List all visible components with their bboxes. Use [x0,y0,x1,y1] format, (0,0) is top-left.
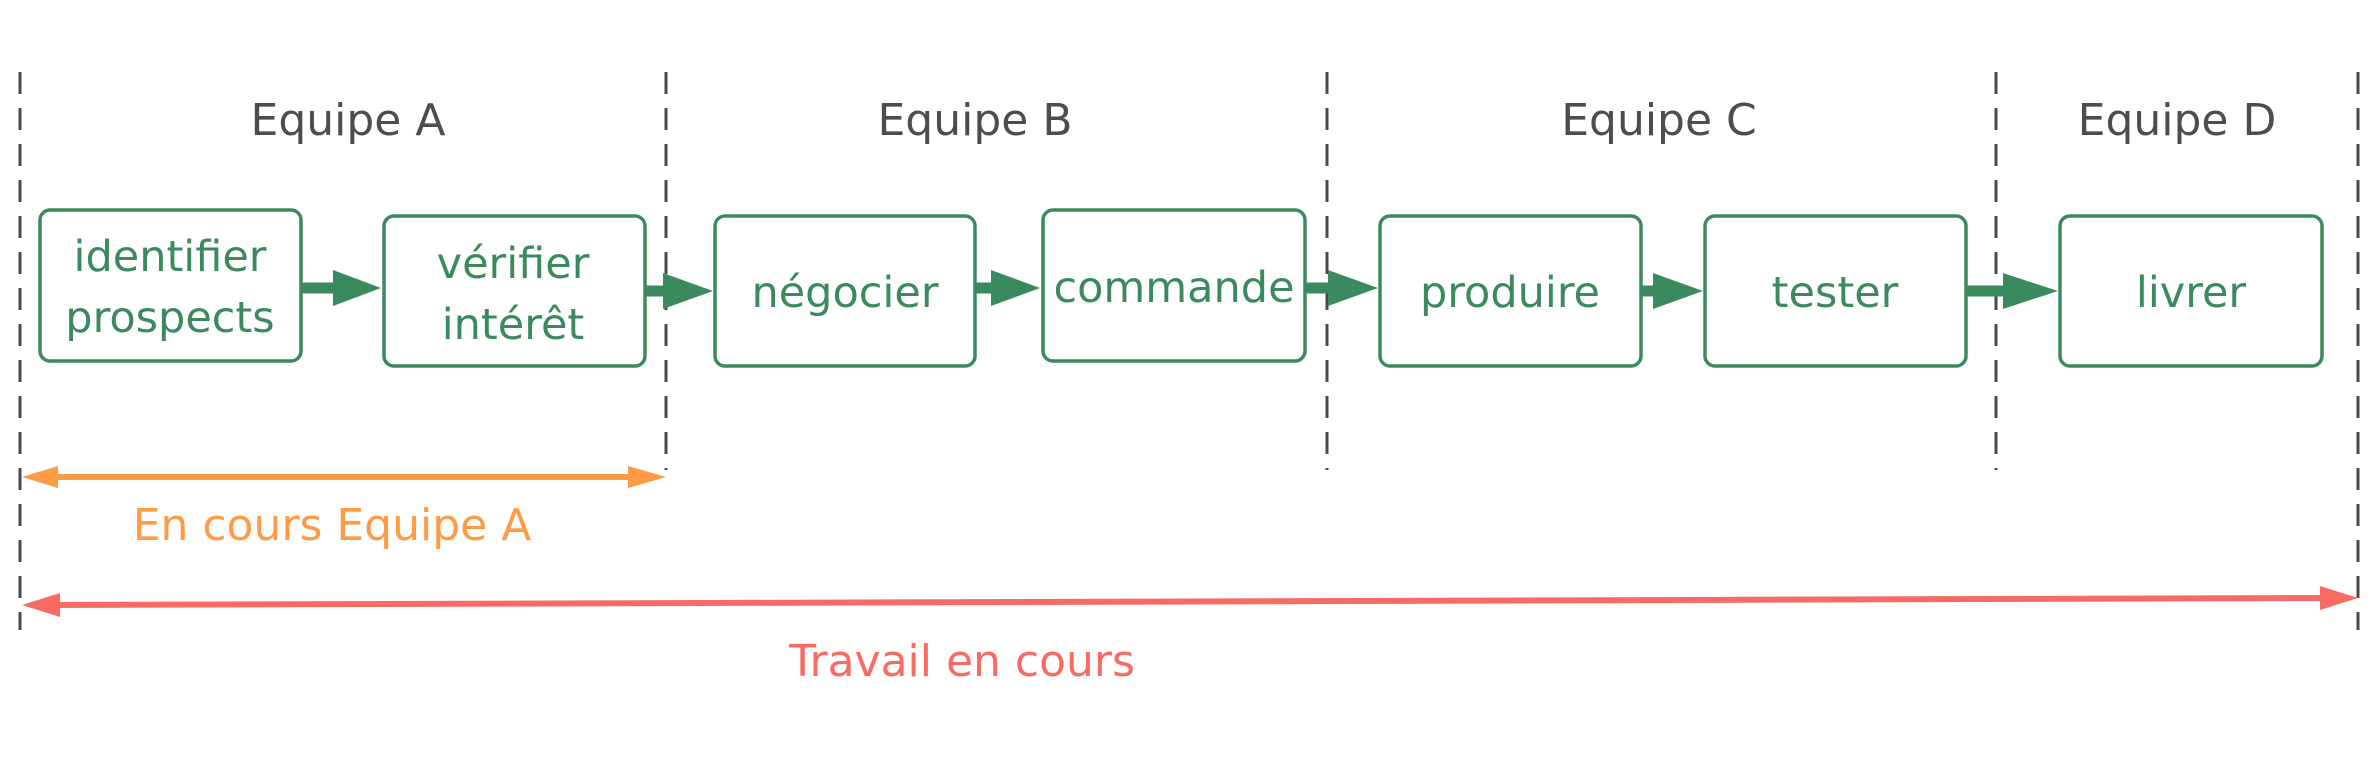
team-label-d: Equipe D [2078,95,2277,146]
step-identifier-prospects: identifier prospects [38,208,303,363]
flow-arrow-6 [1966,273,2058,309]
team-label-a: Equipe A [251,95,446,146]
team-label-b: Equipe B [877,95,1072,146]
flow-arrow-1 [300,270,381,306]
step-livrer: livrer [2058,214,2324,368]
step-label: vérifier [437,239,590,289]
wip-team-a-label: En cours Equipe A [133,500,532,551]
wip-total-label: Travail en cours [788,636,1135,687]
flow-arrow-4 [1305,270,1378,306]
step-commande: commande [1041,208,1307,363]
step-label: intérêt [442,300,585,350]
step-label: produire [1420,268,1600,318]
step-verifier-interet: vérifier intérêt [382,214,647,368]
step-label: tester [1772,268,1899,318]
wip-team-a-arrow [22,466,666,488]
step-label: prospects [65,293,274,343]
step-label: commande [1053,263,1294,313]
step-label: livrer [2136,268,2247,318]
step-produire: produire [1378,214,1643,368]
flow-arrow-5 [1641,273,1703,309]
wip-total-arrow [22,586,2358,617]
flow-arrow-3 [975,270,1040,306]
step-label: négocier [751,268,938,318]
step-negocier: négocier [713,214,977,368]
step-label: identifier [74,232,267,282]
step-tester: tester [1703,214,1968,368]
flow-arrow-2 [645,273,713,309]
team-label-c: Equipe C [1561,95,1757,146]
